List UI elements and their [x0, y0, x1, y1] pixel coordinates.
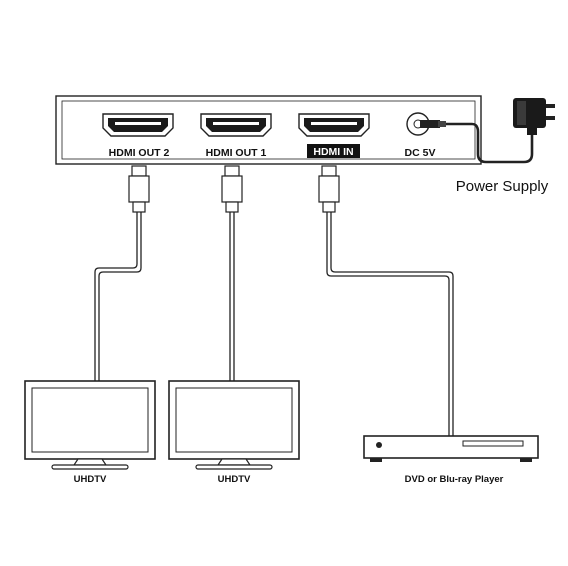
hdmi-out-2-port: [102, 113, 174, 137]
dvd-player: [363, 435, 539, 462]
cable-out-1: [229, 212, 235, 381]
dvd-player-label: DVD or Blu-ray Player: [405, 474, 504, 485]
power-supply-label: Power Supply: [456, 178, 549, 195]
label-hdmi-out-2: HDMI OUT 2: [109, 147, 170, 159]
hdmi-in-port: [298, 113, 370, 137]
cable-in: [326, 212, 454, 436]
label-hdmi-out-1: HDMI OUT 1: [206, 147, 267, 159]
cable-out-2: [94, 212, 142, 381]
label-dc-5v: DC 5V: [405, 147, 436, 159]
label-hdmi-in: HDMI IN: [313, 146, 353, 158]
uhdtv-right-label: UHDTV: [218, 474, 251, 485]
hdmi-out-1-port: [200, 113, 272, 137]
uhdtv-right: [168, 380, 300, 470]
hdmi-in-label-bg: [307, 144, 360, 158]
hdmi-plug-in: [318, 165, 340, 213]
dc-jack: [406, 112, 446, 136]
hdmi-splitter: HDMI OUT 2 HDMI OUT 1 HDMI IN DC 5V: [55, 95, 482, 165]
hdmi-plug-out-2: [128, 165, 150, 213]
power-adapter-icon: [513, 98, 555, 135]
hdmi-plug-out-1: [221, 165, 243, 213]
power-cable: [446, 122, 534, 164]
uhdtv-left-label: UHDTV: [74, 474, 107, 485]
uhdtv-left: [24, 380, 156, 470]
